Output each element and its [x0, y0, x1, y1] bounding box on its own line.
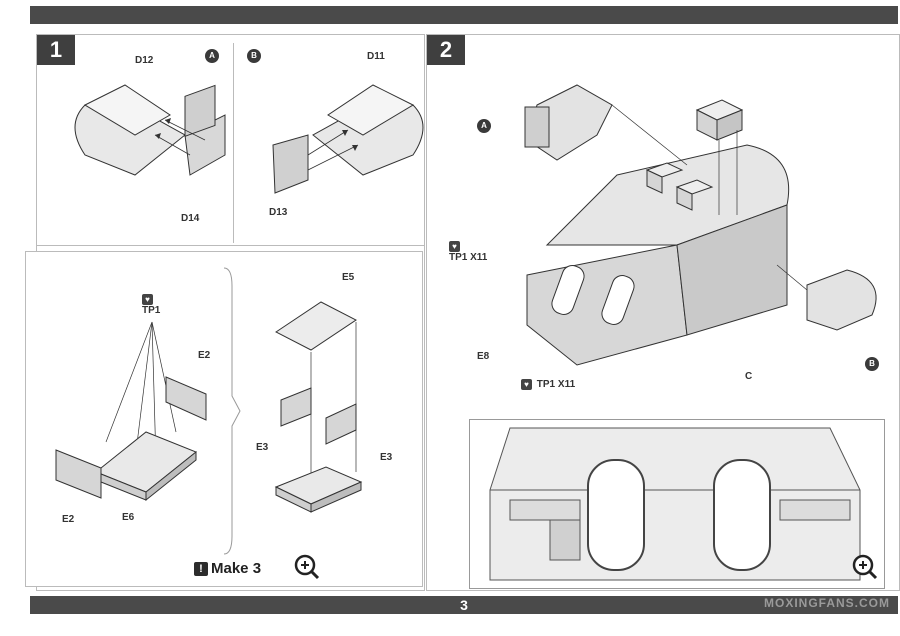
tp-part-icon-bottom: ♥: [521, 379, 532, 390]
part-e3-left-label: E3: [256, 442, 269, 453]
hull-assembly-drawing: [524, 84, 877, 366]
tp-bottom-qty: X11: [557, 379, 576, 391]
step2-marker-a: A: [477, 119, 491, 133]
fender-b-drawing: [272, 84, 424, 194]
tp1-x11-bottom-label: ♥ TP1 X11: [521, 379, 575, 390]
box-subpanel: ♥ TP1 E2 E2 E6 E5 E3 E3: [25, 251, 423, 587]
hull-detail-drawing: [489, 427, 861, 581]
part-d12-label: D12: [135, 55, 154, 66]
step2-panel: 2 A B ♥ TP1 X11 ♥ TP1 X11 E8 C: [426, 34, 900, 591]
part-c-label: C: [745, 371, 753, 382]
detail-inset: [469, 419, 885, 589]
tp-part-icon: ♥: [142, 294, 153, 305]
marker-b: B: [247, 49, 261, 63]
bracket-divider: [223, 267, 241, 555]
make-3-note: !Make 3: [194, 560, 261, 577]
step1-sub-divider: [233, 43, 234, 243]
box-exploded-left: [55, 321, 207, 502]
tp-top-part: TP1: [449, 252, 468, 264]
footer-bar: 3: [30, 596, 898, 614]
step2-number: 2: [427, 35, 465, 65]
magnifier-plus-icon-inset[interactable]: [852, 554, 878, 580]
part-e6-label: E6: [122, 512, 135, 523]
page-number: 3: [460, 597, 468, 613]
part-e5-label: E5: [342, 272, 355, 283]
part-e2-right-label: E2: [198, 350, 211, 361]
tp1-x11-top-label: ♥ TP1 X11: [449, 241, 487, 263]
step1-panel: 1 A D12 D14 B D11 D13 ♥ TP1 E2 E2 E6: [25, 34, 425, 591]
part-d11-label: D11: [367, 51, 385, 62]
box-exploded-right: [274, 301, 363, 513]
part-d14-label: D14: [181, 213, 200, 224]
tp1-text: TP1: [142, 305, 161, 317]
tp-part-icon-top: ♥: [449, 241, 460, 252]
step1-horizontal-divider: [37, 245, 424, 246]
tp-bottom-part: TP1: [536, 379, 556, 391]
tp1-label: ♥ TP1: [142, 294, 160, 316]
exclamation-icon: !: [194, 562, 208, 577]
fender-a-drawing: [74, 84, 226, 176]
part-e2-left-label: E2: [62, 514, 75, 525]
marker-a: A: [205, 49, 219, 63]
watermark: MOXINGFANS.COM: [763, 596, 890, 610]
part-d13-label: D13: [269, 207, 288, 218]
part-e8-label: E8: [477, 351, 490, 362]
part-e3-right-label: E3: [380, 452, 393, 463]
step2-marker-b: B: [865, 357, 879, 371]
magnifier-plus-icon[interactable]: [294, 554, 320, 580]
step1-number: 1: [37, 35, 75, 65]
make-3-text: Make 3: [211, 560, 262, 577]
tp-top-qty: X11: [470, 252, 488, 264]
header-bar: [30, 6, 898, 24]
